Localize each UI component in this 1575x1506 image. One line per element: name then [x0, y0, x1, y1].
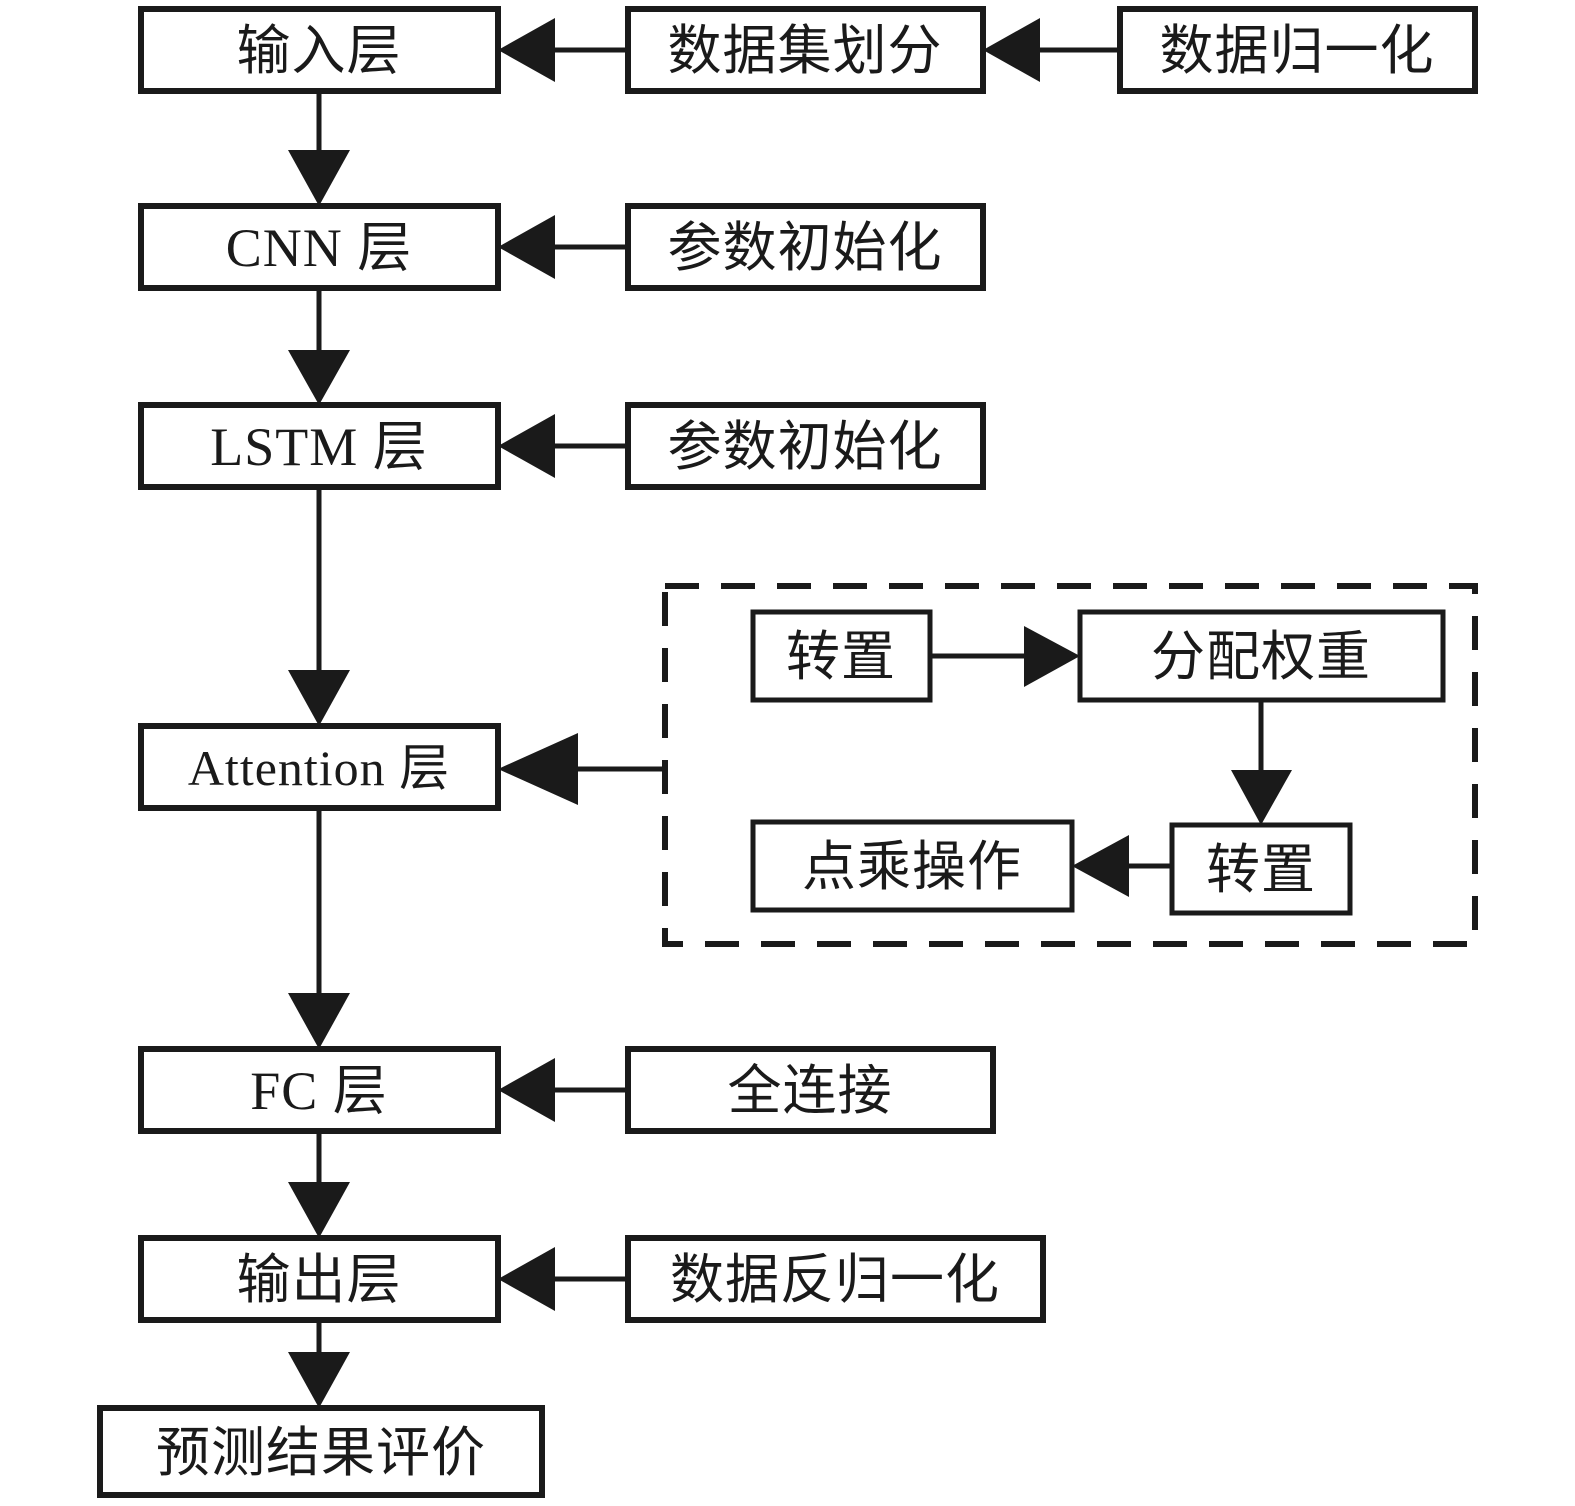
edge-transpose2-to-dot-product [1072, 835, 1172, 897]
node-data-normalization-label: 数据归一化 [1160, 21, 1435, 81]
edge-attention-group-to-attention-layer [498, 733, 665, 805]
edge-lstm-to-attention [288, 487, 350, 726]
node-transpose-1-label: 转置 [786, 627, 896, 687]
node-param-init-cnn[interactable]: 参数初始化 [625, 203, 986, 291]
edge-cnn-to-lstm [288, 288, 350, 405]
edge-normalization-to-split [983, 18, 1120, 82]
edge-denormalization-to-output [498, 1247, 628, 1311]
node-data-denormalization-label: 数据反归一化 [670, 1250, 1000, 1310]
edge-param-init-to-lstm [498, 414, 628, 478]
node-prediction-evaluation[interactable]: 预测结果评价 [97, 1405, 545, 1498]
node-dataset-split-label: 数据集划分 [668, 21, 943, 81]
node-output-layer-label: 输出层 [237, 1250, 402, 1310]
node-data-denormalization[interactable]: 数据反归一化 [625, 1235, 1046, 1323]
node-cnn-layer[interactable]: CNN 层 [138, 203, 501, 291]
node-param-init-lstm[interactable]: 参数初始化 [625, 402, 986, 490]
node-dot-product-label: 点乘操作 [802, 837, 1022, 897]
attention-mechanism-group [662, 583, 1478, 947]
node-transpose-2-label: 转置 [1206, 840, 1316, 900]
edge-param-init-to-cnn [498, 215, 628, 279]
edge-fc-to-output [288, 1131, 350, 1238]
node-assign-weights[interactable]: 分配权重 [1077, 609, 1446, 703]
edge-transpose1-to-assign-weights [930, 626, 1080, 687]
node-transpose-1[interactable]: 转置 [750, 609, 933, 703]
edge-output-to-evaluation [288, 1320, 350, 1408]
node-fully-connected-label: 全连接 [728, 1061, 893, 1121]
edge-fully-connected-to-fc [498, 1058, 628, 1122]
node-fc-layer[interactable]: FC 层 [138, 1046, 501, 1134]
node-transpose-2[interactable]: 转置 [1169, 822, 1353, 916]
node-lstm-layer[interactable]: LSTM 层 [138, 402, 501, 490]
node-lstm-layer-label: LSTM 层 [210, 417, 428, 477]
node-attention-layer[interactable]: Attention 层 [138, 723, 501, 811]
node-param-init-cnn-label: 参数初始化 [668, 218, 943, 278]
edge-split-to-input [498, 18, 628, 82]
node-input-layer[interactable]: 输入层 [138, 6, 501, 94]
node-data-normalization[interactable]: 数据归一化 [1117, 6, 1478, 94]
node-param-init-lstm-label: 参数初始化 [668, 417, 943, 477]
edge-attention-to-fc [288, 808, 350, 1049]
node-prediction-evaluation-label: 预测结果评价 [156, 1423, 486, 1483]
node-fully-connected[interactable]: 全连接 [625, 1046, 996, 1134]
node-attention-layer-label: Attention 层 [188, 740, 450, 796]
edge-input-to-cnn [288, 91, 350, 206]
edge-assign-weights-to-transpose2 [1231, 700, 1292, 825]
node-input-layer-label: 输入层 [237, 21, 402, 81]
node-dot-product[interactable]: 点乘操作 [750, 819, 1075, 913]
node-dataset-split[interactable]: 数据集划分 [625, 6, 986, 94]
node-cnn-layer-label: CNN 层 [226, 218, 413, 278]
node-fc-layer-label: FC 层 [250, 1061, 388, 1121]
node-assign-weights-label: 分配权重 [1151, 627, 1371, 687]
node-output-layer[interactable]: 输出层 [138, 1235, 501, 1323]
